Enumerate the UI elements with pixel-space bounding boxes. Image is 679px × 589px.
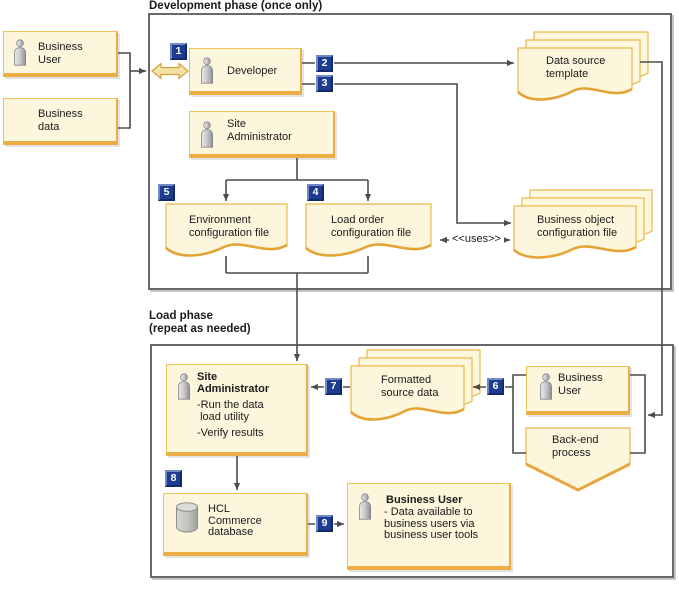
step-badge-2: 2 [315,54,334,73]
node-business-data: Business data [3,98,118,145]
database-icon [176,502,198,533]
node-load-order-config-file: Load order configuration file [305,203,434,265]
step-badge-6: 6 [486,377,505,396]
node-data-source-template: Data source template [517,31,649,109]
node-business-user-result: Business User - Data available to busine… [347,483,511,570]
document-icon [165,203,288,257]
person-icon [178,373,190,400]
node-business-user-load: Business User [526,366,630,415]
person-icon [540,373,552,400]
document-stack-icon [350,349,481,421]
formatted-source-data-label: Formatted source data [381,374,439,399]
person-icon [201,121,213,148]
document-stack-icon [513,189,653,259]
step-badge-5: 5 [157,183,176,202]
environment-config-file-label: Environment configuration file [189,214,270,239]
load-order-config-file-label: Load order configuration file [331,214,412,239]
node-business-object-config-file: Business object configuration file [513,189,653,267]
site-administrator-task1-label: -Run the data load utility [197,399,264,423]
step-badge-4: 4 [306,183,325,202]
development-phase-title: Development phase (once only) [149,0,323,12]
data-source-template-label: Data source template [546,55,606,80]
business-data-label: Business data [38,108,83,133]
person-icon [359,493,371,520]
business-user-result-body: - Data available to business users via b… [384,506,479,541]
step-badge-9: 9 [315,514,334,533]
site-administrator-dev-label: Site Administrator [227,118,292,143]
exchange-arrow-icon [151,62,189,80]
business-user-load-label: Business User [558,372,603,397]
site-administrator-task2-label: -Verify results [197,427,264,439]
uses-stereotype-label: <<uses>> [449,233,504,246]
node-environment-config-file: Environment configuration file [165,203,290,265]
node-business-user-top: Business User [3,31,118,77]
step-badge-8: 8 [164,469,183,488]
hcl-commerce-database-label: HCL Commerce database [208,503,262,538]
node-site-administrator-dev: Site Administrator [189,111,335,158]
node-formatted-source-data: Formatted source data [350,349,481,429]
business-user-result-title: Business User [386,494,463,506]
document-stack-icon [517,31,649,101]
load-phase-title: Load phase (repeat as needed) [149,310,251,335]
node-site-administrator-load: Site Administrator -Run the data load ut… [166,364,308,456]
step-badge-3: 3 [315,74,334,93]
node-back-end-process: Back-end process [525,427,632,493]
step-badge-1: 1 [169,42,188,61]
back-end-process-label: Back-end process [552,434,599,459]
banner-pentagon-icon [525,427,631,492]
node-developer: Developer [189,48,302,95]
step-badge-7: 7 [324,377,343,396]
business-user-top-label: Business User [38,41,83,66]
person-icon [14,39,26,66]
person-icon [201,57,213,84]
business-object-config-file-label: Business object configuration file [537,214,618,239]
node-hcl-commerce-database: HCL Commerce database [163,493,308,556]
connector-users-bracket [118,52,131,129]
site-administrator-load-label: Site Administrator [197,371,270,395]
developer-label: Developer [227,65,278,77]
